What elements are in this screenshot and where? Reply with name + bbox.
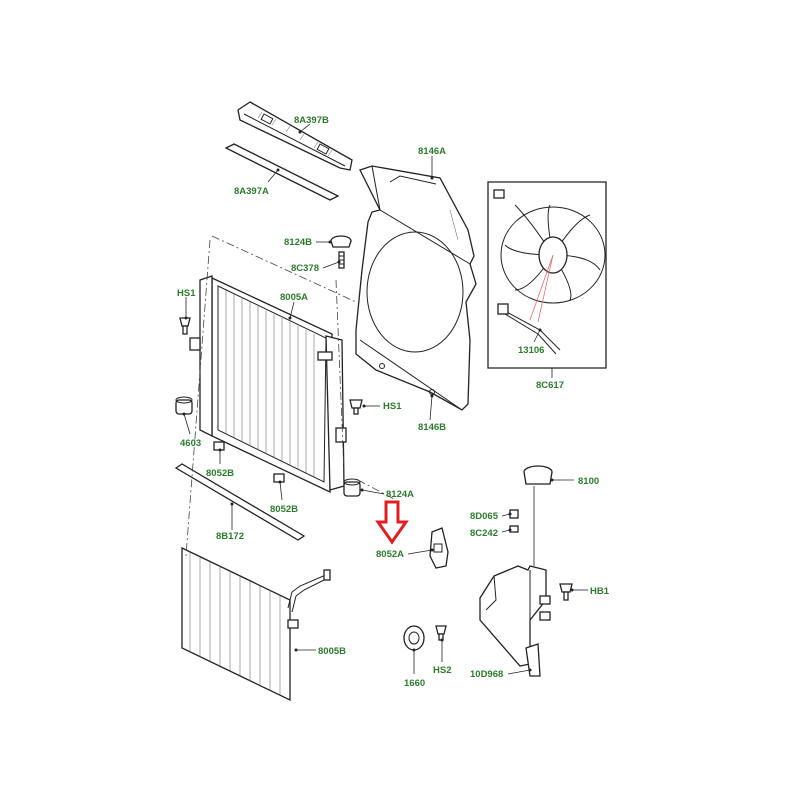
ac-condenser (181, 546, 331, 702)
clip-8052b-left (213, 441, 225, 451)
label-8100: 8100 (578, 476, 599, 487)
label-8c242: 8C242 (470, 528, 498, 539)
reference-lines (185, 235, 397, 557)
seal-strip-lower (174, 463, 306, 541)
label-8005b: 8005B (318, 646, 346, 657)
label-8c378: 8C378 (291, 263, 319, 274)
label-1660: 1660 (404, 678, 425, 689)
label-hs1-right: HS1 (383, 401, 402, 412)
label-10d968: 10D968 (470, 669, 503, 680)
fastener-hs1-left (179, 317, 191, 335)
screw-hs2 (435, 625, 447, 641)
label-4603: 4603 (180, 438, 201, 449)
upper-mount-bushing (330, 235, 352, 269)
label-hs2: HS2 (433, 665, 451, 676)
label-8146b: 8146B (418, 422, 446, 433)
label-8c617: 8C617 (536, 380, 564, 391)
lower-mount-bushing (343, 478, 361, 497)
label-8b172: 8B172 (216, 531, 244, 542)
label-13106: 13106 (518, 345, 544, 356)
bolt-hb1 (559, 583, 573, 601)
air-deflector-upper (237, 101, 353, 171)
fastener-hs1-right (349, 399, 363, 415)
label-8a397a: 8A397A (234, 186, 269, 197)
clip-8052b-right (273, 473, 285, 483)
pulley-1660 (403, 625, 425, 651)
label-8052b-left: 8052B (206, 468, 234, 479)
seal-strip-upper (224, 143, 340, 201)
label-8146a: 8146A (418, 146, 446, 157)
cooling-fan-assembly (487, 181, 607, 369)
label-8005a: 8005A (280, 292, 308, 303)
label-8d065: 8D065 (470, 511, 499, 522)
bushing-4603 (175, 396, 193, 415)
down-arrow-icon (375, 500, 409, 545)
label-8a397b: 8A397B (294, 115, 329, 126)
label-8124b: 8124B (284, 237, 312, 248)
leader-lines (182, 123, 588, 675)
fitting-8c242 (509, 525, 519, 533)
label-hs1-left: HS1 (177, 288, 196, 299)
label-hb1: HB1 (590, 586, 610, 597)
radiator-main (189, 275, 347, 494)
coolant-expansion-tank (479, 465, 553, 677)
label-8124a: 8124A (386, 489, 414, 500)
bracket-8052a (429, 527, 449, 569)
fan-shroud (355, 165, 477, 411)
label-8052b-right: 8052B (270, 504, 298, 515)
label-8052a: 8052A (376, 549, 404, 560)
